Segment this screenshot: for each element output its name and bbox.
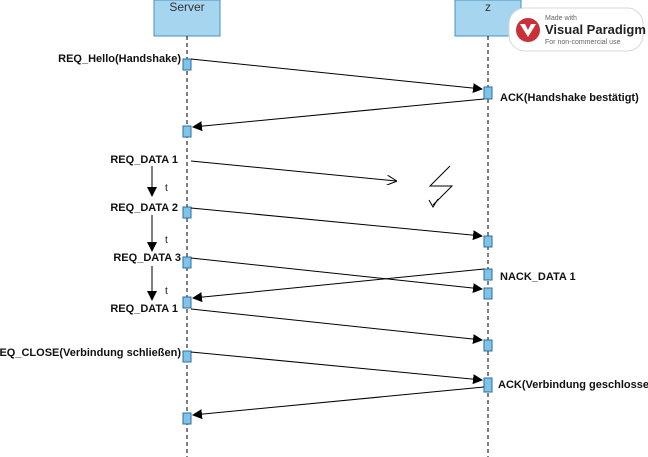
arrow-req-close[interactable] [190, 351, 483, 385]
watermark-background [508, 7, 644, 52]
activation-box[interactable] [483, 235, 493, 248]
arrow-nack-data-1[interactable] [192, 268, 485, 303]
time-label: t [165, 183, 168, 194]
visual-paradigm-logo-icon [516, 18, 540, 42]
z-activations [483, 86, 493, 393]
activation-box[interactable] [182, 206, 192, 219]
activation-box[interactable] [483, 268, 493, 281]
message-label-ack-handshake: ACK(Handshake bestätigt) [500, 92, 639, 104]
message-label-req-hello: REQ_Hello(Handshake) [58, 53, 181, 65]
arrow-req-hello[interactable] [190, 58, 483, 94]
watermark-line-2: Visual Paradigm [545, 22, 646, 37]
time-label: t [165, 286, 168, 297]
arrow-ack-handshake[interactable] [192, 98, 485, 132]
message-label-req-close: REQ_CLOSE(Verbindung schließen) [0, 347, 181, 359]
activation-box[interactable] [483, 377, 493, 393]
activation-box[interactable] [182, 256, 192, 269]
lifeline-server-header[interactable] [153, 0, 221, 37]
lifeline-server-label: Server [169, 0, 204, 14]
arrow-ack-close[interactable] [192, 386, 485, 420]
arrow-req-data-3[interactable] [190, 257, 483, 294]
watermark-line-3: For non-commercial use [545, 39, 621, 46]
activation-box[interactable] [483, 86, 493, 100]
time-label: t [165, 235, 168, 246]
lifeline-z-label: z [485, 0, 491, 14]
message-label-ack-close: ACK(Verbindung geschlossen) [498, 379, 648, 391]
watermark-badge: Made with Visual Paradigm For non-commer… [508, 7, 646, 52]
message-label-req-data-1: REQ_DATA 1 [110, 154, 178, 166]
message-label-req-data-3: REQ_DATA 3 [113, 252, 181, 264]
lifeline-server[interactable]: Server [153, 0, 221, 457]
message-arrows [190, 58, 485, 420]
arrow-req-data-1-retry[interactable] [190, 308, 483, 345]
server-activations [182, 58, 192, 425]
message-label-nack-data-1: NACK_DATA 1 [500, 271, 576, 283]
activation-box[interactable] [182, 350, 192, 363]
message-label-req-data-2: REQ_DATA 2 [110, 202, 178, 214]
activation-box[interactable] [182, 58, 192, 71]
arrow-req-data-2[interactable] [190, 207, 483, 241]
activation-box[interactable] [483, 339, 493, 352]
message-label-req-data-1-retry: REQ_DATA 1 [110, 303, 178, 315]
activation-box[interactable] [182, 412, 192, 425]
activation-box[interactable] [483, 287, 493, 300]
activation-box[interactable] [182, 296, 192, 309]
activation-box[interactable] [182, 125, 192, 138]
lightning-bolt-icon [428, 165, 454, 208]
watermark-line-1: Made with [545, 15, 577, 22]
arrow-req-data-1-lost[interactable] [190, 160, 396, 181]
